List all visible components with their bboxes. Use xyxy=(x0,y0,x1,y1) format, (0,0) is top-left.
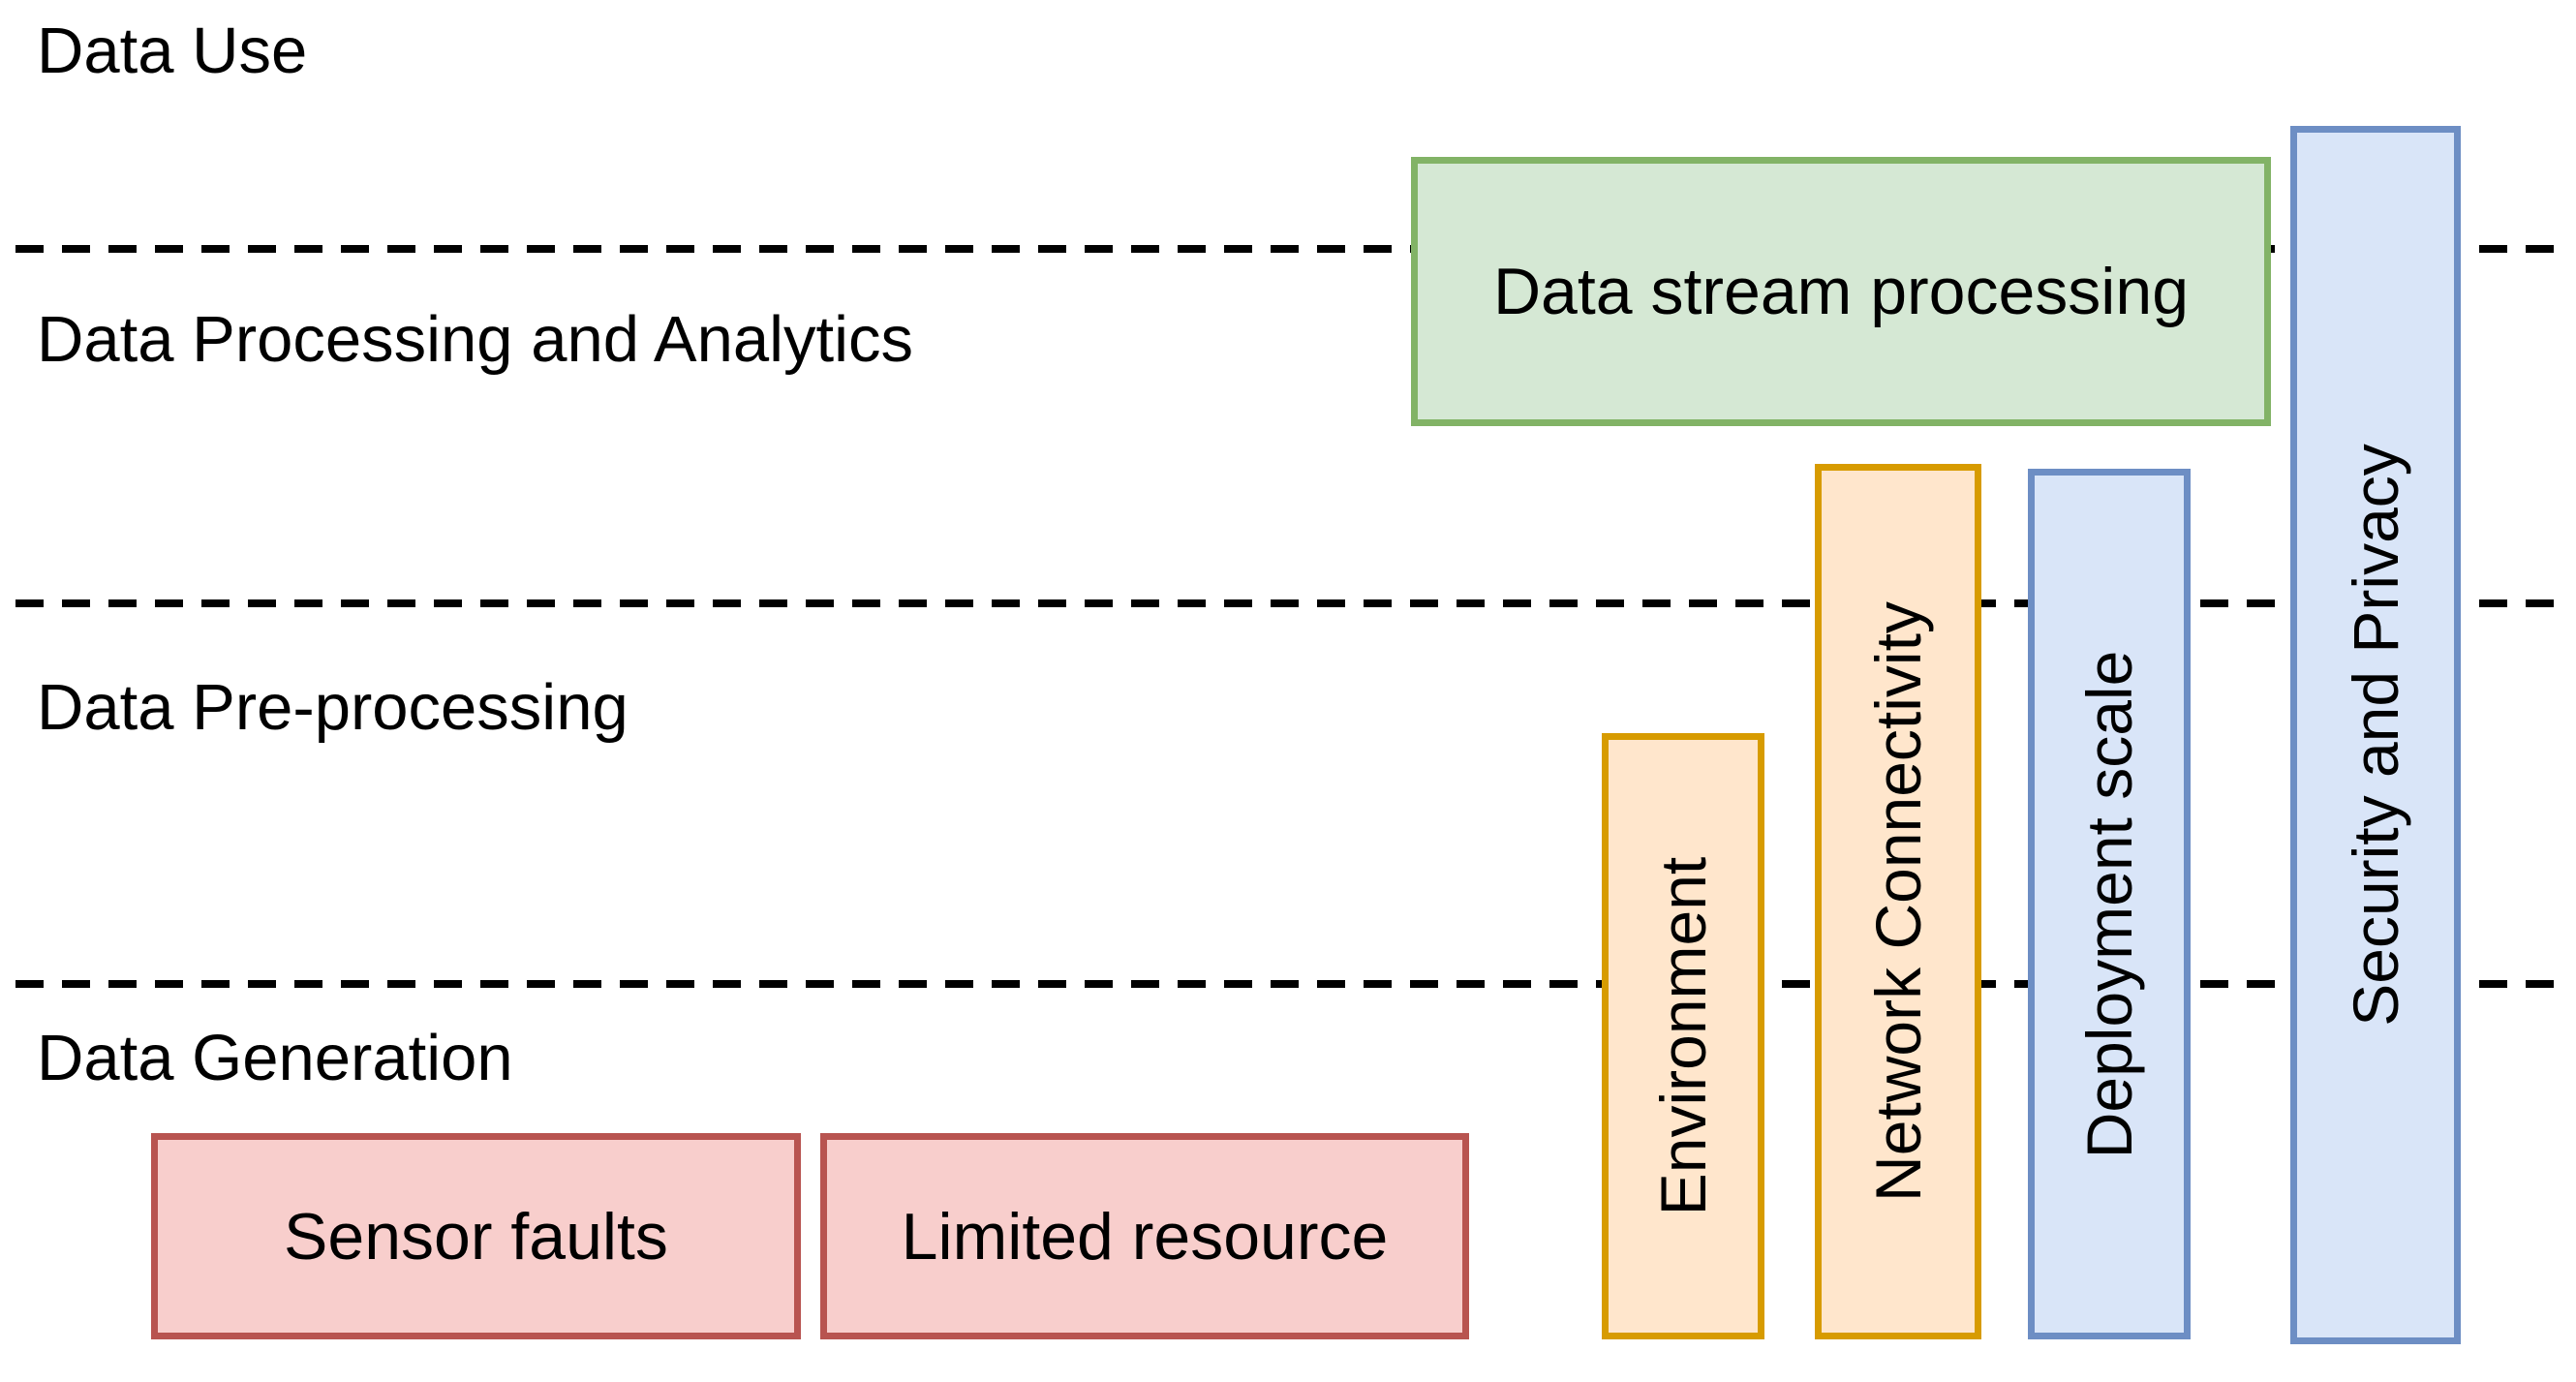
lane-divider-middle xyxy=(15,599,2557,607)
box-sensor-faults: Sensor faults xyxy=(151,1133,801,1339)
box-label-data-stream-processing: Data stream processing xyxy=(1492,255,2190,328)
box-environment: Environment xyxy=(1602,733,1764,1339)
lane-label-data-generation: Data Generation xyxy=(37,1022,513,1094)
box-limited-resource: Limited resource xyxy=(820,1133,1469,1339)
box-deployment-scale: Deployment scale xyxy=(2028,469,2191,1339)
box-data-stream-processing: Data stream processing xyxy=(1411,157,2271,426)
lane-label-data-pre-processing: Data Pre-processing xyxy=(37,671,629,744)
lane-label-data-use: Data Use xyxy=(37,15,308,87)
lane-divider-bottom xyxy=(15,980,2557,988)
box-label-environment: Environment xyxy=(1647,856,1719,1216)
lane-label-data-processing-and-analytics: Data Processing and Analytics xyxy=(37,303,913,376)
box-label-limited-resource: Limited resource xyxy=(901,1199,1389,1274)
box-security-and-privacy: Security and Privacy xyxy=(2290,126,2461,1344)
box-label-security-and-privacy: Security and Privacy xyxy=(2340,444,2411,1027)
box-network-connectivity: Network Connectivity xyxy=(1815,464,1981,1339)
box-label-sensor-faults: Sensor faults xyxy=(284,1199,668,1274)
lane-divider-top xyxy=(15,245,2557,253)
box-label-network-connectivity: Network Connectivity xyxy=(1862,601,1934,1202)
box-label-deployment-scale: Deployment scale xyxy=(2073,650,2145,1158)
